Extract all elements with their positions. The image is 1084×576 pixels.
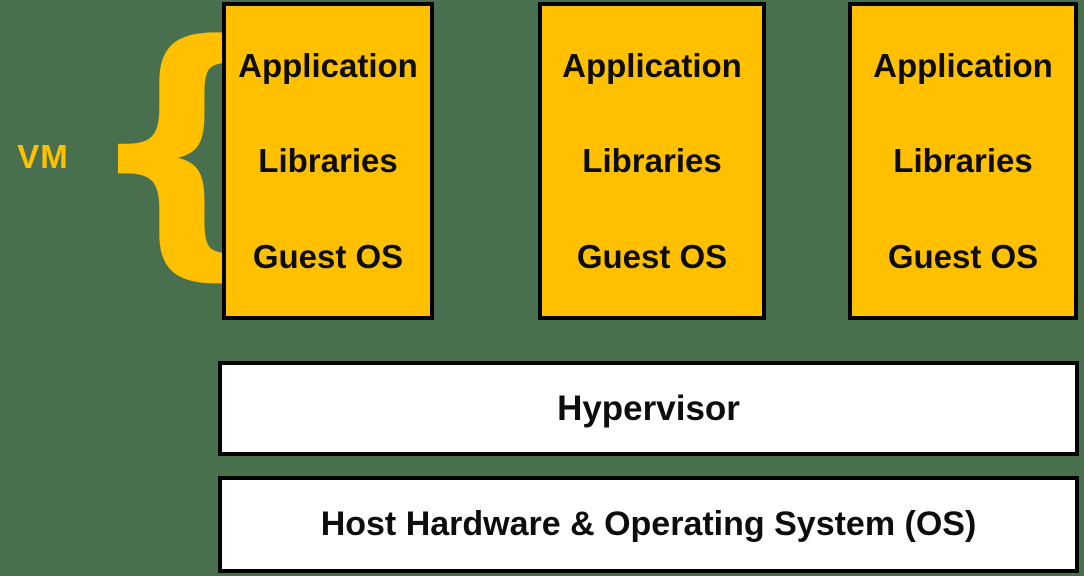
vm3-libraries-label: Libraries — [893, 142, 1033, 180]
vm-label: VM — [17, 138, 69, 175]
host-hardware-os-label: Host Hardware & Operating System (OS) — [320, 505, 977, 543]
vm-box-1: Application Libraries Guest OS — [222, 2, 434, 320]
vm2-guest-os-label: Guest OS — [576, 237, 728, 275]
vm1-application-label: Application — [238, 46, 418, 84]
host-hardware-os-box: Host Hardware & Operating System (OS) — [218, 476, 1079, 573]
vm-box-3: Application Libraries Guest OS — [848, 2, 1078, 320]
vm1-libraries-label: Libraries — [258, 142, 398, 180]
vm3-application-label: Application — [873, 46, 1053, 84]
vm1-guest-os-label: Guest OS — [252, 237, 404, 275]
vm2-application-label: Application — [562, 46, 742, 84]
hypervisor-box: Hypervisor — [218, 361, 1079, 456]
vm-box-2: Application Libraries Guest OS — [538, 2, 766, 320]
vm3-guest-os-label: Guest OS — [887, 237, 1039, 275]
hypervisor-label: Hypervisor — [557, 388, 740, 428]
vm2-libraries-label: Libraries — [582, 142, 722, 180]
